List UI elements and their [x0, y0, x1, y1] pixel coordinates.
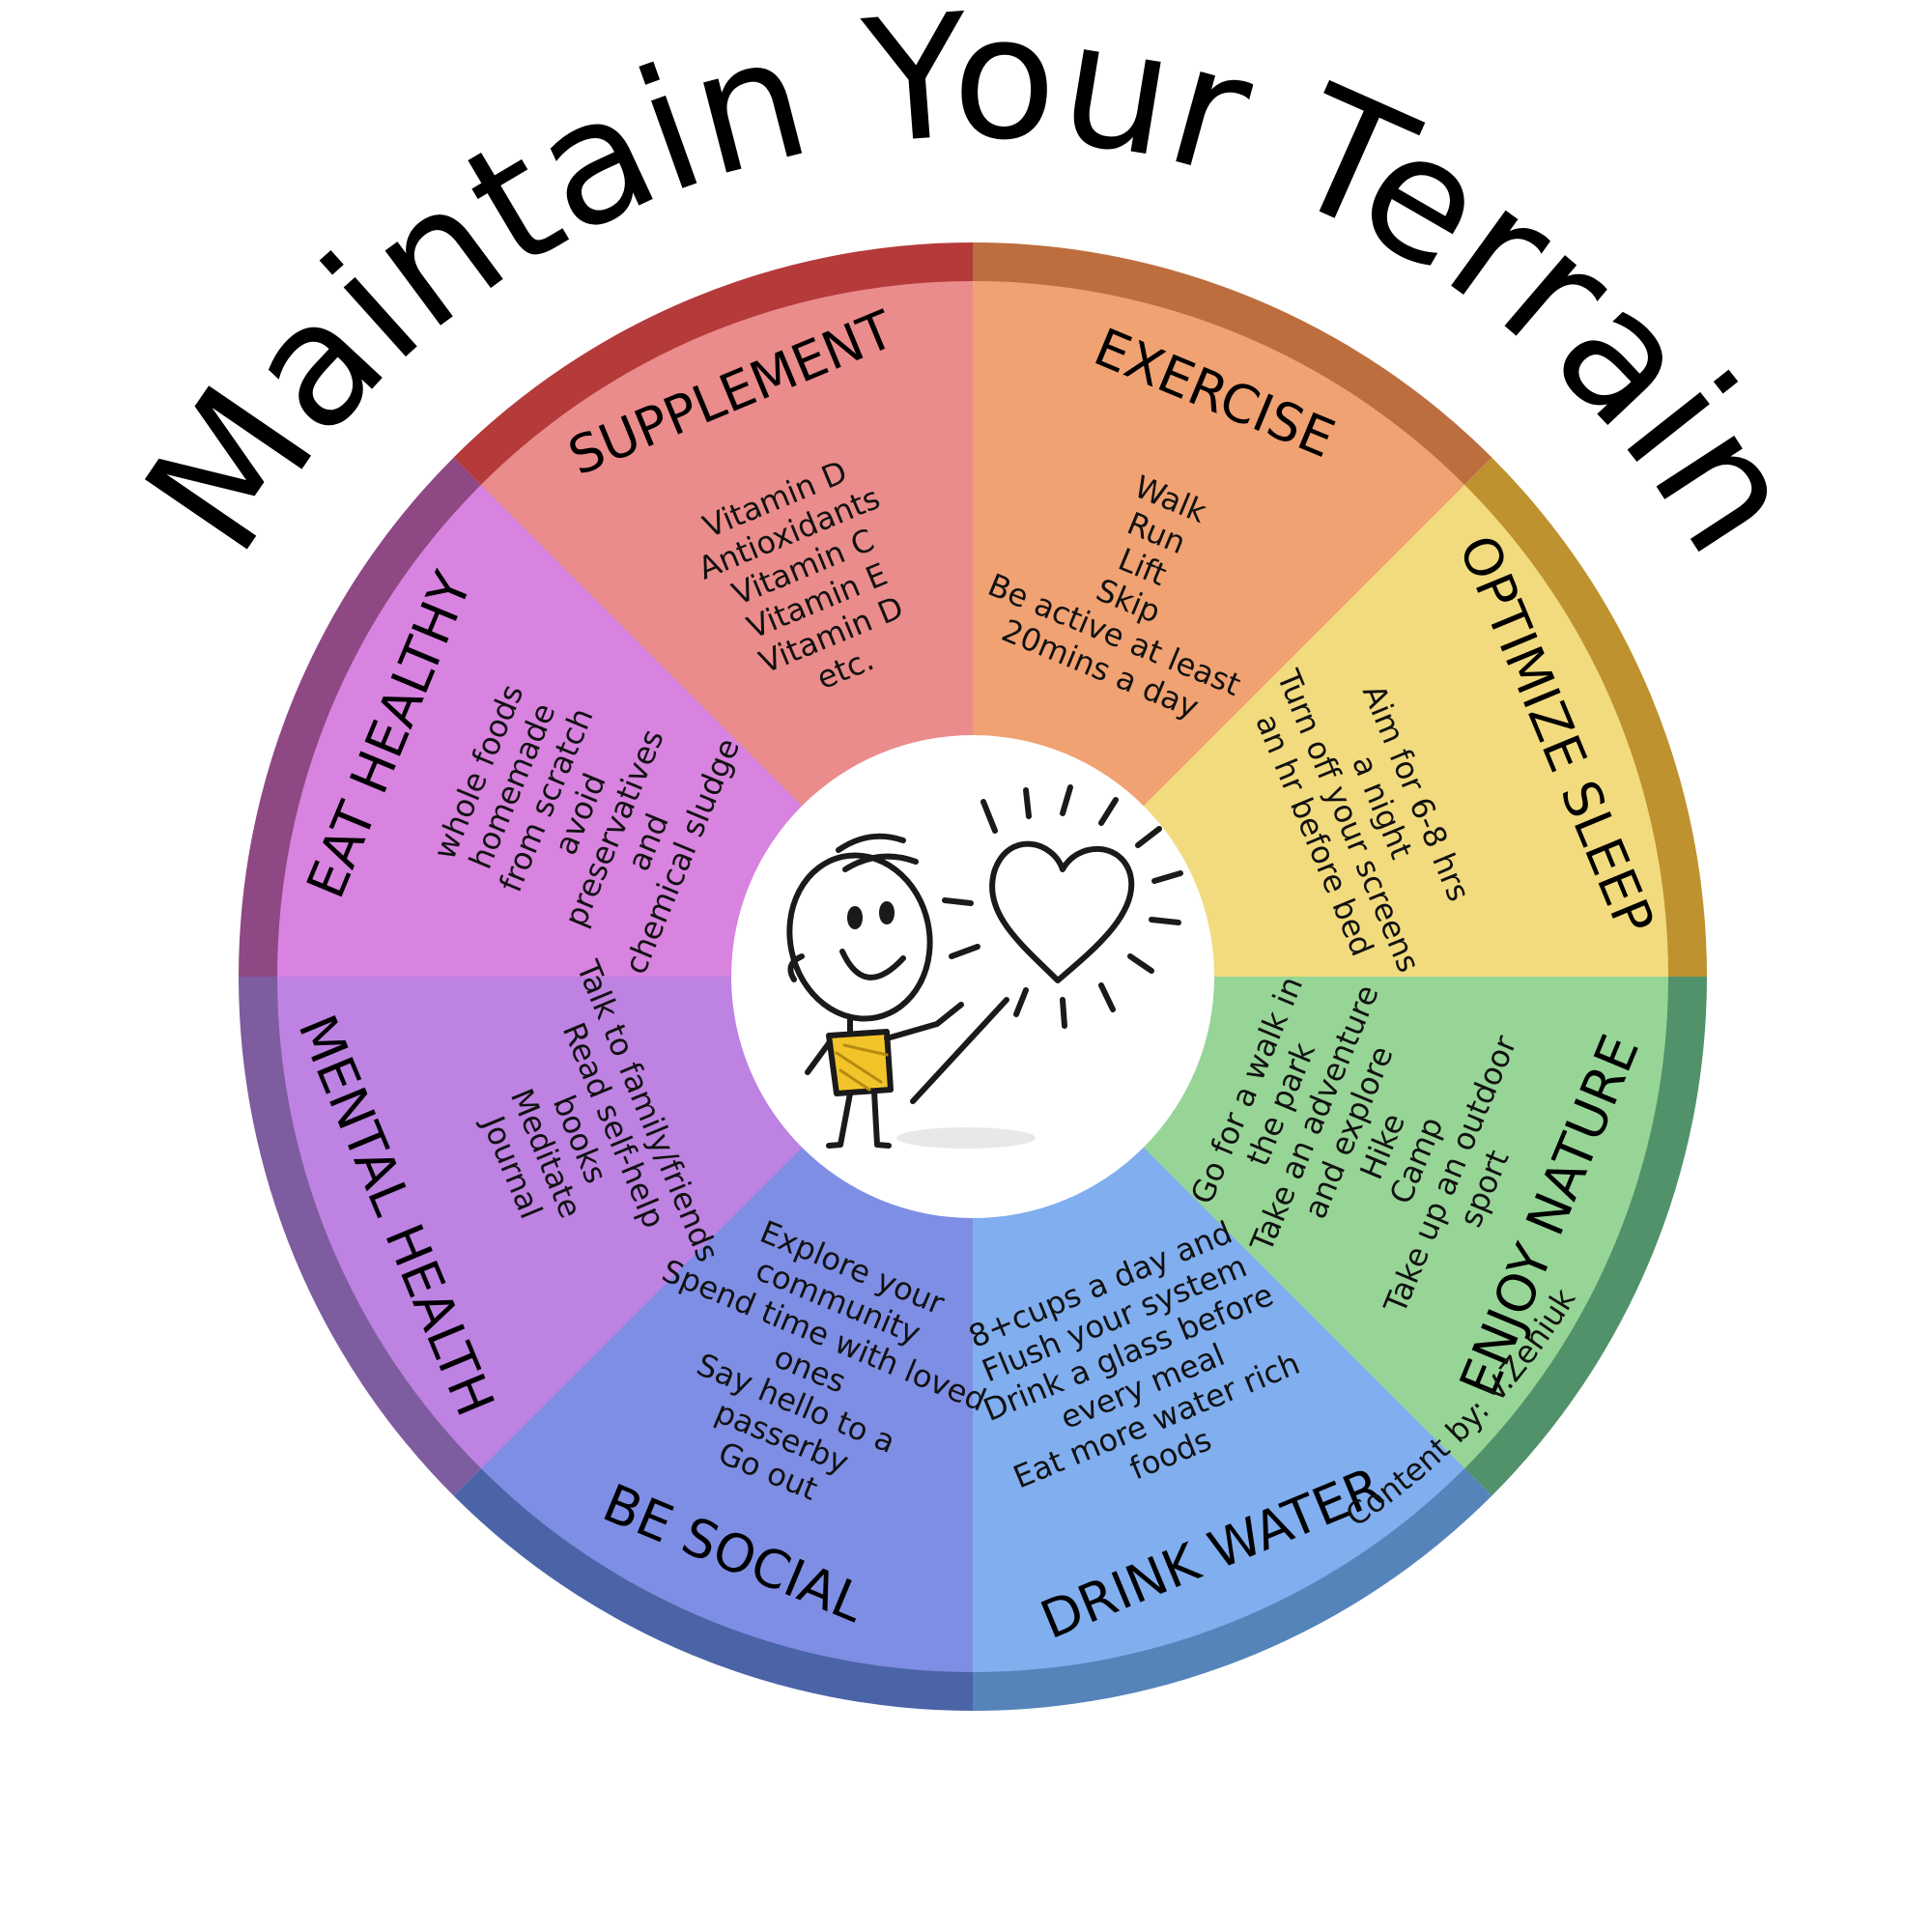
segment-body: Vitamin DAntioxidantsVitamin CVitamin EV…	[679, 445, 942, 723]
segment-body: whole foodshomemadefrom scratchavoidpres…	[413, 649, 747, 980]
stick-figure-heart-icon	[786, 784, 1183, 1149]
